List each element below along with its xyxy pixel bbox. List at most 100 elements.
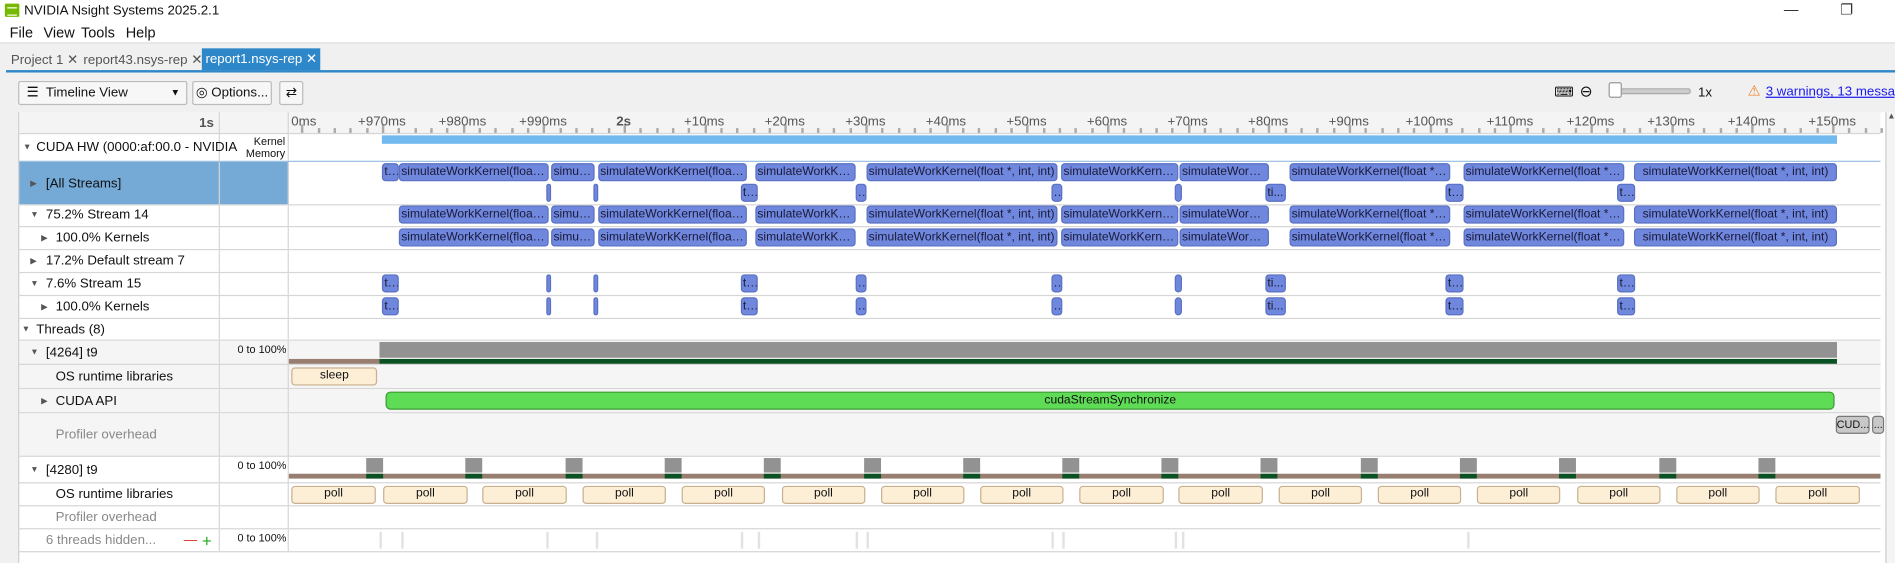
kernel-bar[interactable]: ti... <box>381 297 399 316</box>
expand-icon[interactable]: ▶ <box>30 179 37 188</box>
expand-icon[interactable]: ▶ <box>41 234 48 243</box>
kernel-bar[interactable]: t... <box>1445 183 1464 202</box>
poll-bar[interactable]: poll <box>291 485 376 504</box>
expand-icon[interactable]: ▶ <box>41 397 48 406</box>
time-scale-select[interactable]: 1s <box>19 112 220 133</box>
menu-tools[interactable]: Tools <box>80 24 115 42</box>
row-default-stream-7[interactable]: ▶17.2% Default stream 7 <box>19 250 1881 274</box>
warnings-link[interactable]: 3 warnings, 13 messages <box>1765 84 1895 100</box>
row-thread-4264[interactable]: ▼[4264] t9 0 to 100% <box>19 340 1881 365</box>
row-profiler-overhead-4264[interactable]: Profiler overhead CUD...... <box>19 413 1885 457</box>
row-profiler-overhead-4280[interactable]: Profiler overhead <box>19 506 1881 530</box>
poll-bar[interactable]: poll <box>880 485 965 504</box>
cuda-stream-synchronize-bar[interactable]: cudaStreamSynchronize <box>385 391 1835 410</box>
tab-report43[interactable]: report43.nsys-rep✕ <box>80 51 206 70</box>
kernel-bar[interactable]: simulateWorkKernel(float *,... <box>597 228 747 247</box>
poll-bar[interactable]: poll <box>1775 485 1860 504</box>
close-icon[interactable]: ✕ <box>66 53 79 68</box>
stream-15-lane[interactable]: ti...t.........ti...t...t... <box>289 273 1881 295</box>
kernel-bar[interactable]: ti... <box>381 163 399 182</box>
kernel-bar[interactable]: simulateWorkKernel(float *, int, int) <box>866 163 1058 182</box>
kernel-bar[interactable]: simulateWorkKernel(float *,... <box>398 205 549 224</box>
tab-report1[interactable]: report1.nsys-rep✕ <box>201 48 321 71</box>
poll-bar[interactable]: poll <box>1576 485 1661 504</box>
collapse-icon[interactable]: ▼ <box>22 143 32 152</box>
kernel-bar[interactable]: t... <box>1445 297 1464 316</box>
kernel-bar[interactable]: simulateWorkKernel(float *, int, int) <box>866 228 1058 247</box>
poll-bar[interactable]: poll <box>1178 485 1263 504</box>
kernel-bar[interactable]: t... <box>740 274 758 293</box>
row-hidden-threads[interactable]: 6 threads hidden... — + 0 to 100% <box>19 529 1881 553</box>
row-cuda-api[interactable]: ▶CUDA API cudaStreamSynchronize <box>19 389 1881 414</box>
poll-bar[interactable]: poll <box>979 485 1064 504</box>
kernel-bar[interactable]: t... <box>1617 274 1635 293</box>
poll-bar[interactable]: poll <box>582 485 667 504</box>
kernel-bar[interactable]: simulateWorkKernel(float *,... <box>597 205 747 224</box>
collapse-icon[interactable]: ▼ <box>30 210 39 220</box>
profiler-overhead-lane[interactable]: CUD...... <box>289 413 1885 455</box>
kernel-bar[interactable]: ti... <box>1264 274 1286 293</box>
expand-icon[interactable]: ▶ <box>41 303 48 312</box>
collapse-icon[interactable]: ▼ <box>30 348 39 357</box>
menu-file[interactable]: File <box>9 24 34 42</box>
kernel-bar[interactable]: ... <box>1051 297 1062 316</box>
expand-icon[interactable]: ▶ <box>30 257 37 266</box>
os-runtime-lane[interactable]: poll poll poll poll poll poll poll poll poll poll… <box>289 483 1881 505</box>
kernel-bar[interactable]: simulateWorkKernel(float *,... <box>597 163 747 182</box>
sleep-bar[interactable]: sleep <box>291 367 378 386</box>
kernel-bar[interactable]: ti... <box>381 274 399 293</box>
kernel-bar[interactable]: simulateWorkKernel(float *,... <box>398 163 549 182</box>
zoom-slider-thumb[interactable] <box>1608 82 1622 98</box>
kernel-bar[interactable]: simulateWorkKernel(float *, int, int) <box>1634 228 1838 247</box>
vertical-scrollbar[interactable]: ▲ <box>1885 112 1895 563</box>
kernel-bar[interactable]: simulateWorkKernel(float *, in... <box>1463 163 1625 182</box>
kernel-bar[interactable]: t... <box>1617 297 1635 316</box>
collapse-icon[interactable]: ▼ <box>21 325 31 334</box>
thread-4264-lane[interactable] <box>288 341 1881 364</box>
kernel-bar[interactable] <box>546 183 552 202</box>
tab-project-1[interactable]: Project 1✕ <box>7 51 81 70</box>
kernel-bar[interactable]: ... <box>1051 274 1062 293</box>
row-cuda-hw[interactable]: ▼CUDA HW (0000:af:00.0 - NVIDIA Kernel M… <box>19 134 1880 161</box>
profiler-overhead-bar[interactable]: ... <box>1872 415 1885 434</box>
kernel-bar[interactable]: simulateWorkKer... <box>754 163 856 182</box>
row-stream-15-kernels[interactable]: ▶100.0% Kernels ti...t.........ti...t...… <box>19 296 1881 320</box>
row-all-streams[interactable]: ▶[All Streams] simulateWorkKernel(float … <box>19 160 1881 206</box>
kernel-bar[interactable]: simulateWorkKer... <box>754 205 856 224</box>
restore-button[interactable]: ❐ <box>1840 1 1854 19</box>
stream-14-kernels-lane[interactable]: simulateWorkKernel(float *,...simula...s… <box>289 227 1881 249</box>
kernel-bar[interactable] <box>593 183 598 202</box>
zoom-slider[interactable] <box>1610 88 1691 95</box>
kernel-bar[interactable]: ti... <box>1264 183 1286 202</box>
keyboard-icon[interactable]: ⌨ <box>1554 85 1574 101</box>
kernel-bar[interactable]: simulateWorkKernel(float *,... <box>398 228 549 247</box>
kernel-bar[interactable] <box>546 297 552 316</box>
kernel-bar[interactable]: simulateWorkKernel(float *, int, int) <box>1634 205 1838 224</box>
kernel-bar[interactable]: ... <box>855 183 867 202</box>
kernel-bar[interactable]: simulateWorkKernel(... <box>1061 228 1178 247</box>
kernel-bar[interactable]: simulateWorkKernel(float *, in... <box>1289 163 1451 182</box>
row-stream-15[interactable]: ▼7.6% Stream 15 ti...t.........ti...t...… <box>19 273 1881 297</box>
row-stream-14-kernels[interactable]: ▶100.0% Kernels simulateWorkKernel(float… <box>19 227 1881 251</box>
kernel-bar[interactable] <box>546 274 552 293</box>
kernel-bar[interactable]: simula... <box>551 163 595 182</box>
kernel-bar[interactable]: simulateWorkKernel(float *, in... <box>1463 228 1625 247</box>
thread-4280-lane[interactable] <box>288 457 1881 482</box>
poll-bar[interactable]: poll <box>1675 485 1760 504</box>
kernel-bar[interactable]: simulateWorkK... <box>1179 228 1270 247</box>
kernel-bar[interactable] <box>1174 183 1182 202</box>
kernel-bar[interactable]: simulateWorkKernel(... <box>1061 163 1178 182</box>
kernel-bar[interactable]: ... <box>855 297 867 316</box>
minimize-button[interactable]: — <box>1783 1 1799 19</box>
kernel-bar[interactable] <box>593 274 598 293</box>
kernel-bar[interactable]: ... <box>1051 183 1062 202</box>
kernel-bar[interactable] <box>593 297 598 316</box>
kernel-bar[interactable]: t... <box>1617 183 1635 202</box>
poll-bar[interactable]: poll <box>482 485 567 504</box>
poll-bar[interactable]: poll <box>781 485 866 504</box>
view-select[interactable]: ☰ Timeline View ▼ <box>18 80 188 106</box>
row-stream-14[interactable]: ▼75.2% Stream 14 simulateWorkKernel(floa… <box>19 204 1881 228</box>
kernel-bar[interactable]: t... <box>1445 274 1464 293</box>
cuda-api-lane[interactable]: cudaStreamSynchronize <box>289 389 1881 412</box>
